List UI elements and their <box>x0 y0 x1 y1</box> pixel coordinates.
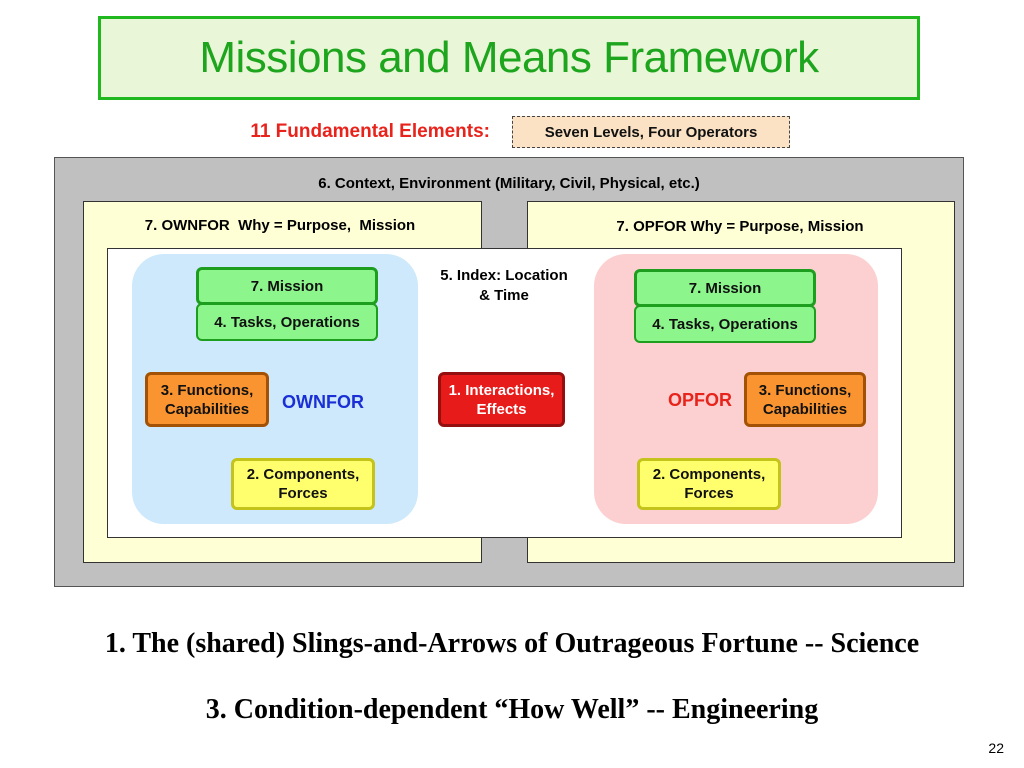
interactions-effects-node: 1. Interactions, Effects <box>438 372 565 427</box>
context-label: 6. Context, Environment (Military, Civil… <box>318 174 700 192</box>
opfor-mission-node: 7. Mission <box>634 269 816 307</box>
ownfor-why-label: 7. OWNFOR Why = Purpose, Mission <box>144 216 416 234</box>
ownfor-label: OWNFOR <box>282 391 364 412</box>
interactions-line-1: 1. Interactions, <box>448 381 555 399</box>
opfor-label: OPFOR <box>667 389 732 410</box>
ownfor-components-line-1: 2. Components, <box>246 466 360 483</box>
opfor-functions-node: 3. Functions, Capabilities <box>744 372 866 427</box>
ownfor-components-node: 2. Components, Forces <box>231 458 375 510</box>
page-title: Missions and Means Framework <box>98 16 920 100</box>
index-label-line-2: & Time <box>479 287 529 304</box>
levels-operators-box: Seven Levels, Four Operators <box>512 116 790 148</box>
ownfor-functions-line-2: Capabilities <box>164 400 250 418</box>
index-label-line-1: 5. Index: Location <box>440 267 568 284</box>
opfor-components-line-1: 2. Components, <box>652 466 766 483</box>
interactions-line-2: Effects <box>476 400 527 418</box>
opfor-functions-line-1: 3. Functions, <box>758 381 852 399</box>
caption-science: 1. The (shared) Slings-and-Arrows of Out… <box>104 628 920 659</box>
opfor-components-line-2: Forces <box>684 485 734 502</box>
ownfor-components-line-2: Forces <box>278 485 328 502</box>
caption-engineering: 3. Condition-dependent “How Well” -- Eng… <box>205 694 819 725</box>
opfor-components-node: 2. Components, Forces <box>637 458 781 510</box>
opfor-tasks-node: 4. Tasks, Operations <box>634 305 816 343</box>
ownfor-mission-node: 7. Mission <box>196 267 378 305</box>
page-number: 22 <box>988 740 1004 756</box>
index-label: 5. Index: Location & Time <box>416 264 592 308</box>
ownfor-functions-line-1: 3. Functions, <box>160 381 254 399</box>
ownfor-functions-node: 3. Functions, Capabilities <box>145 372 269 427</box>
elements-label: 11 Fundamental Elements: <box>250 121 490 142</box>
opfor-why-label: 7. OPFOR Why = Purpose, Mission <box>616 217 864 235</box>
ownfor-tasks-node: 4. Tasks, Operations <box>196 303 378 341</box>
opfor-functions-line-2: Capabilities <box>762 400 848 418</box>
